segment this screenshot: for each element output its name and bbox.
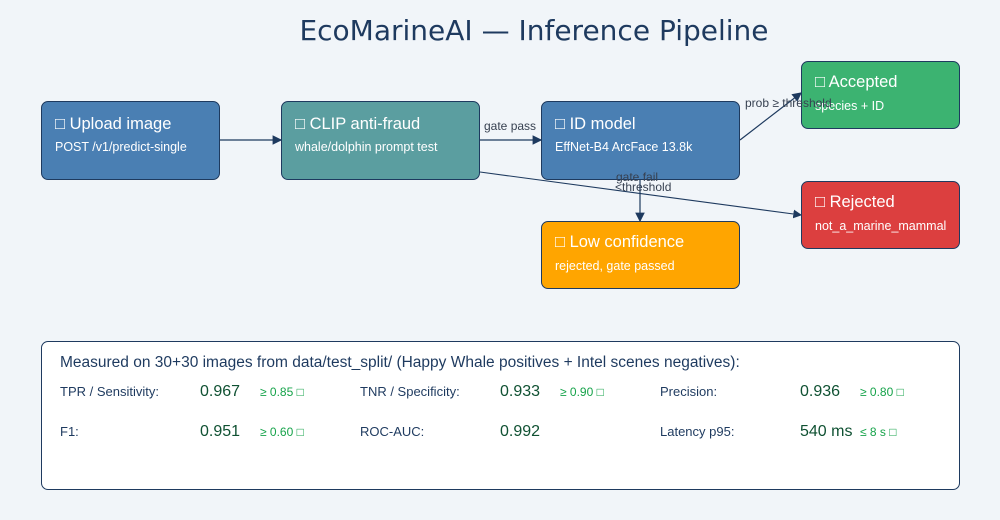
node-accepted: □ Accepted species + ID [801,61,960,129]
cross-icon: □ [815,193,825,211]
metric-label: TPR / Sensitivity: [60,384,159,399]
metrics-heading: Measured on 30+30 images from data/test_… [60,354,740,371]
diagram-title: EcoMarineAI — Inference Pipeline [299,14,769,47]
node-upload-image: □ Upload image POST /v1/predict-single [41,101,220,180]
metric-target: ≥ 0.80 □ [860,385,904,399]
node-accepted-title: Accepted [828,73,898,91]
metric-label: Precision: [660,384,718,399]
node-rejected: □ Rejected not_a_marine_mammal [801,181,960,249]
node-clip-title: CLIP anti-fraud [309,115,421,133]
node-clip-sub: whale/dolphin prompt test [295,140,438,154]
edge-label-lt-threshold: <threshold [615,180,672,194]
edge-label-prob-threshold: prob ≥ threshold [745,96,832,110]
metric-label: Latency p95: [660,424,735,439]
metrics-panel: Measured on 30+30 images from data/test_… [41,341,960,490]
metric-value: 0.936 [800,383,841,400]
model-icon: □ [555,115,565,133]
edge-label-gate-fail: gate fail [616,170,659,184]
node-clip-antifraud: □ CLIP anti-fraud whale/dolphin prompt t… [281,101,480,180]
node-accepted-sub: species + ID [815,99,885,113]
metric-label: F1: [60,424,79,439]
node-lowconf-sub: rejected, gate passed [555,259,675,273]
metric-value: 0.992 [500,423,541,440]
node-upload-sub: POST /v1/predict-single [55,140,187,154]
node-idmodel-sub: EffNet-B4 ArcFace 13.8k [555,140,693,154]
metric-target: ≥ 0.85 □ [260,385,304,399]
check-icon: □ [815,73,825,91]
edge-idmodel-to-accepted [739,92,802,141]
node-low-confidence: □ Low confidence rejected, gate passed [541,221,740,289]
node-id-model: □ ID model EffNet-B4 ArcFace 13.8k [541,101,740,180]
metric-value: 0.967 [200,383,241,400]
node-upload-title: Upload image [69,115,172,133]
node-lowconf-title: Low confidence [569,233,685,251]
node-idmodel-title: ID model [569,115,636,133]
shield-icon: □ [295,115,305,133]
metric-label: ROC-AUC: [360,424,425,439]
edge-label-gate-pass: gate pass [484,119,537,133]
node-rejected-sub: not_a_marine_mammal [815,219,947,233]
metric-value: 540 ms [800,423,853,440]
metric-value: 0.951 [200,423,241,440]
metric-label: TNR / Specificity: [360,384,460,399]
image-icon: □ [55,115,65,133]
node-rejected-title: Rejected [829,193,895,211]
metric-target: ≤ 8 s □ [860,425,897,439]
metric-target: ≥ 0.90 □ [560,385,604,399]
metric-target: ≥ 0.60 □ [260,425,304,439]
metric-value: 0.933 [500,383,541,400]
warning-icon: □ [555,233,565,251]
